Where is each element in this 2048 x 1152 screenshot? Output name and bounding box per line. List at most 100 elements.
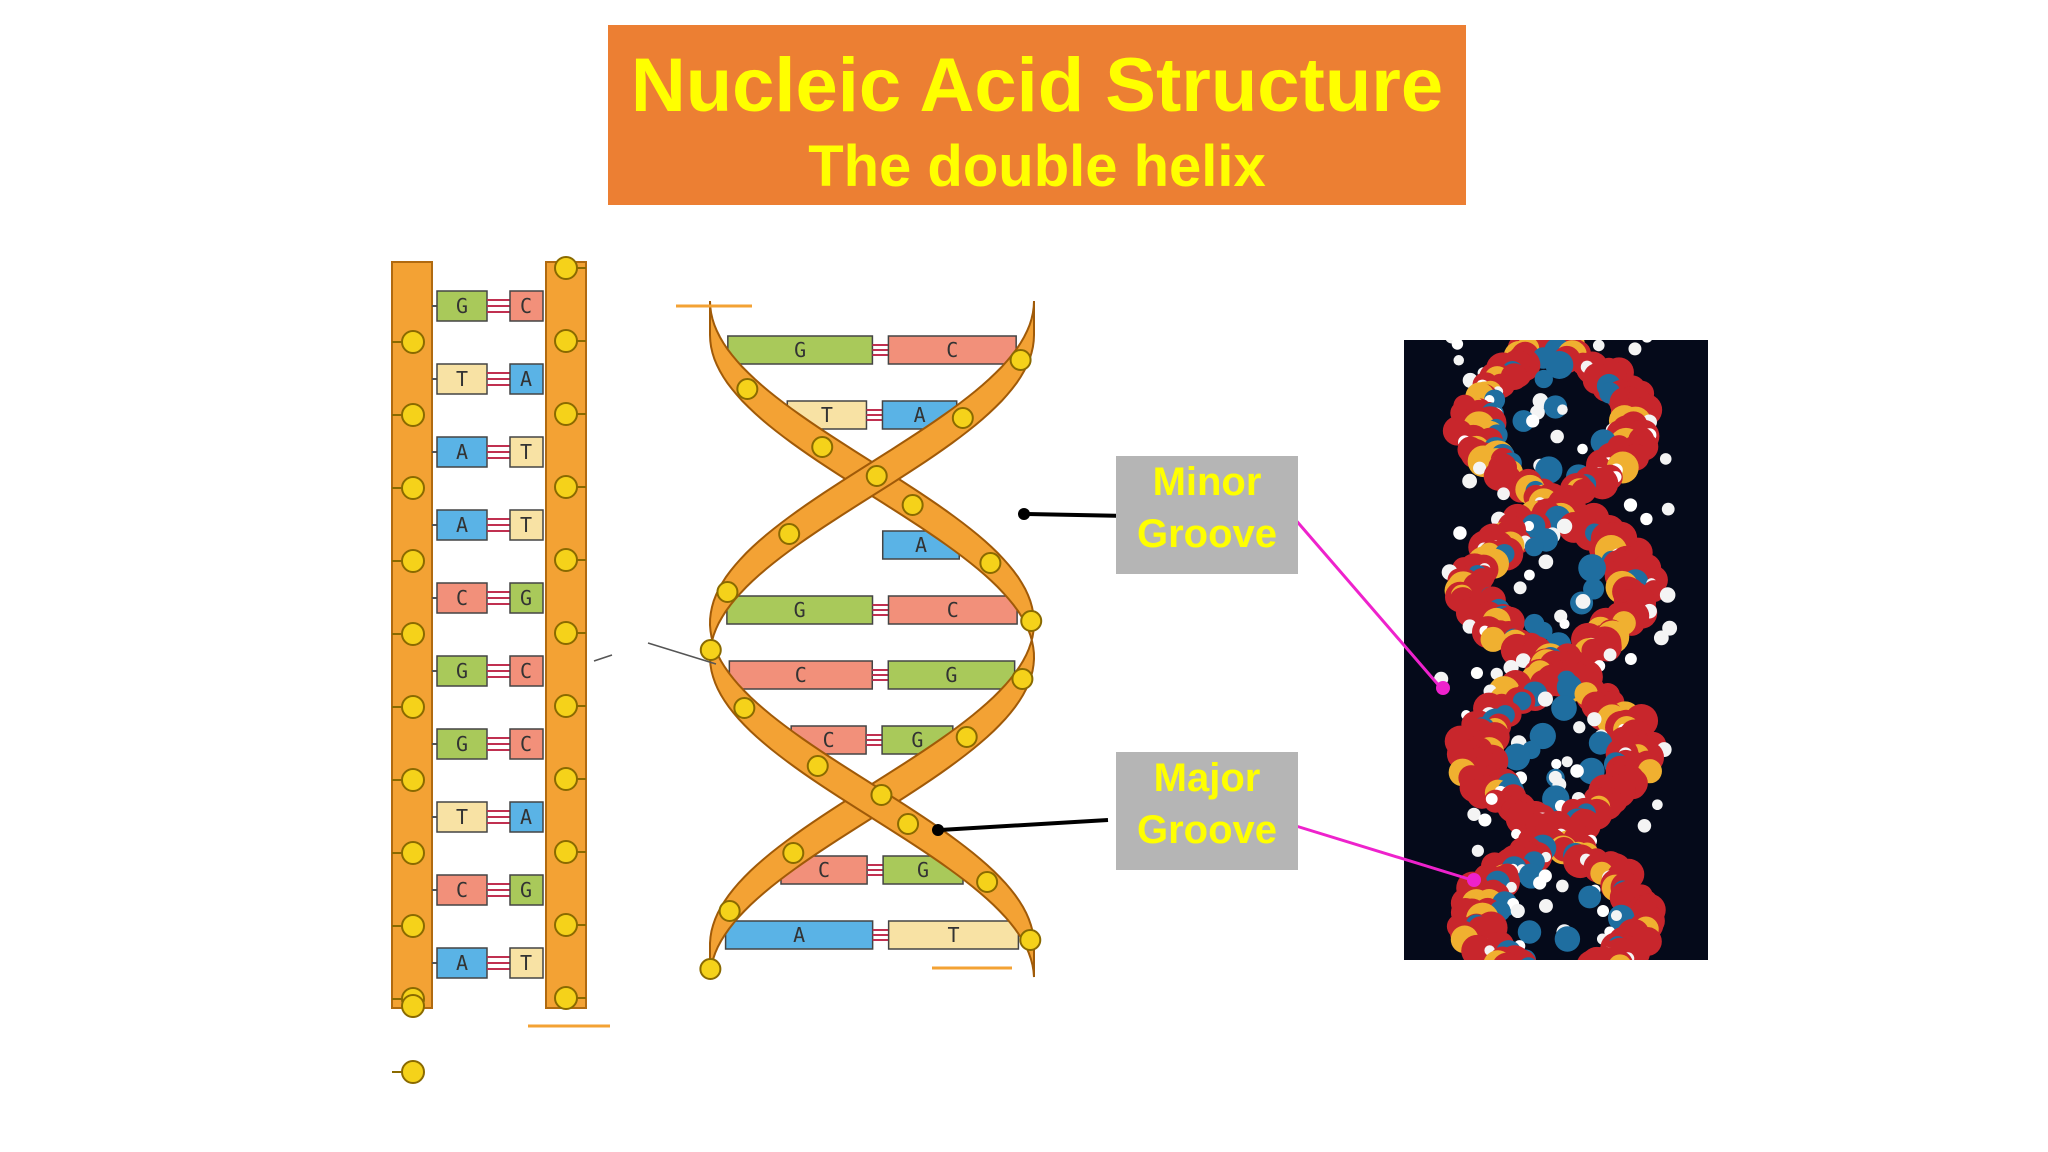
atom xyxy=(1470,666,1483,680)
atom xyxy=(1587,712,1602,727)
minor-groove-label: Minor Groove xyxy=(1116,456,1298,574)
base-right xyxy=(509,582,544,614)
atom xyxy=(1623,498,1638,512)
phosphate xyxy=(718,900,741,922)
atom xyxy=(1497,487,1510,501)
atom xyxy=(1642,340,1652,343)
left-backbone xyxy=(391,261,433,1009)
base-letter: A xyxy=(914,403,926,427)
base-right xyxy=(509,728,544,760)
atom xyxy=(1653,630,1669,646)
phosphate-left xyxy=(401,994,425,1018)
base-letter: C xyxy=(520,732,532,756)
phosphate-left xyxy=(401,695,425,719)
atom xyxy=(1453,355,1464,366)
atom xyxy=(1539,340,1550,342)
phosphate xyxy=(1011,668,1034,690)
atom xyxy=(1523,569,1535,581)
atom xyxy=(1538,340,1555,343)
base-right xyxy=(887,335,1017,365)
atom xyxy=(1456,597,1483,625)
atom-cluster xyxy=(1434,322,1678,960)
atom xyxy=(1545,351,1574,379)
phosphate xyxy=(806,755,829,777)
minor-groove-line-2: Groove xyxy=(1136,512,1278,556)
base-letter: A xyxy=(520,367,532,391)
atom xyxy=(1538,554,1554,570)
phosphate xyxy=(811,436,834,458)
leader-line xyxy=(593,654,613,662)
atom xyxy=(1556,518,1573,534)
atom xyxy=(1506,881,1517,893)
phosphate xyxy=(979,552,1002,574)
phosphate-left xyxy=(401,403,425,427)
atom xyxy=(1659,587,1676,603)
groove-pointers xyxy=(932,508,1481,887)
phosphate-right xyxy=(554,548,578,572)
phosphate xyxy=(778,523,801,545)
atom xyxy=(1652,799,1663,811)
base-letter: A xyxy=(456,440,468,464)
phosphate xyxy=(955,726,978,748)
atom xyxy=(1628,342,1642,356)
atom xyxy=(1510,903,1525,919)
base-letter: T xyxy=(520,440,532,464)
atom xyxy=(1655,322,1668,335)
atom xyxy=(1517,920,1542,944)
atom xyxy=(1533,876,1547,890)
phosphate xyxy=(870,784,893,806)
atom xyxy=(1521,957,1536,960)
base-letter: G xyxy=(520,878,532,902)
phosphate xyxy=(897,813,920,835)
atom xyxy=(1637,819,1652,833)
phosphate xyxy=(716,581,739,603)
atom xyxy=(1471,844,1484,857)
atom xyxy=(1570,764,1584,778)
atom xyxy=(1554,926,1581,952)
base-letter: T xyxy=(520,513,532,537)
base-letter: A xyxy=(793,923,805,947)
phosphate xyxy=(951,407,974,429)
atom xyxy=(1480,626,1506,652)
phosphate-right xyxy=(554,767,578,791)
atom xyxy=(1453,526,1467,540)
base-left xyxy=(436,363,488,395)
base-letter: T xyxy=(456,805,468,829)
phosphate xyxy=(1019,929,1042,951)
base-letter: C xyxy=(795,663,807,687)
base-letter: T xyxy=(520,951,532,975)
pointer-dot xyxy=(932,824,944,836)
base-left xyxy=(436,582,488,614)
base-left xyxy=(726,595,874,625)
atom xyxy=(1485,793,1498,805)
atom xyxy=(1575,594,1591,609)
atom xyxy=(1551,695,1577,721)
atom xyxy=(1557,404,1568,415)
atom xyxy=(1539,899,1553,913)
base-letter: A xyxy=(456,951,468,975)
base-right xyxy=(509,874,544,906)
atom xyxy=(1659,453,1672,465)
base-letter: G xyxy=(794,338,806,362)
atom xyxy=(1537,691,1553,707)
base-letter: G xyxy=(456,294,468,318)
atom xyxy=(1563,340,1576,342)
atom xyxy=(1662,620,1678,636)
base-letter: G xyxy=(911,728,923,752)
pointer-dot xyxy=(1018,508,1030,520)
atom xyxy=(1661,502,1675,516)
base-right xyxy=(509,655,544,687)
base-letter: G xyxy=(456,732,468,756)
phosphate xyxy=(1009,349,1032,371)
phosphate-right xyxy=(554,840,578,864)
phosphate xyxy=(901,494,924,516)
atom xyxy=(1561,756,1573,768)
base-right xyxy=(509,290,544,322)
atom xyxy=(1581,638,1605,663)
atom xyxy=(1570,340,1584,342)
base-right xyxy=(509,363,544,395)
atom xyxy=(1533,340,1547,343)
base-letter: C xyxy=(520,294,532,318)
